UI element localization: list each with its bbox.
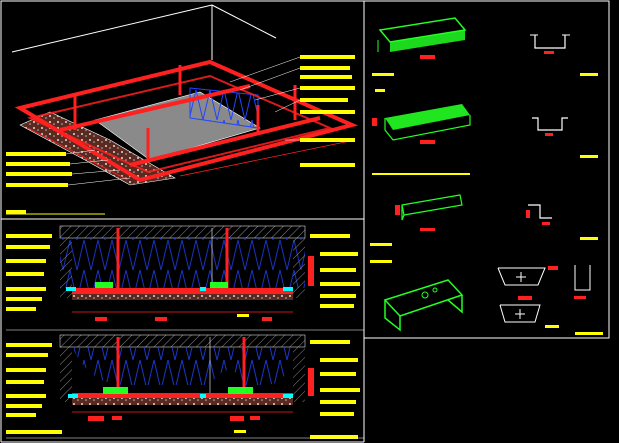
section-b-hangers (116, 337, 246, 393)
section-a-ceiling-line (72, 288, 293, 294)
section-b-slab (59, 334, 306, 348)
section-a (6, 225, 364, 331)
section-b-tags-right (310, 340, 360, 439)
section-b (6, 334, 364, 439)
main-channel-section (530, 34, 598, 76)
profile-details (370, 17, 603, 335)
callout-leaders-right (229, 56, 301, 141)
clip-plan-and-section (497, 265, 603, 335)
section-b-dimensions (88, 416, 260, 421)
section-a-markers (66, 287, 293, 291)
section-a-slab (59, 225, 306, 239)
section-a-tags-right (310, 234, 360, 308)
section-b-tags-left (6, 343, 62, 434)
suspension-clip (370, 260, 464, 332)
furring-channel-section (532, 117, 598, 158)
hanger-rods (73, 65, 297, 162)
section-a-tags-left (6, 234, 52, 311)
section-b-markers (68, 394, 293, 398)
callout-tags-left (6, 152, 72, 214)
section-b-ceiling-line (72, 393, 293, 398)
section-a-hangers (116, 228, 229, 290)
angle-profile (370, 194, 463, 246)
main-channel-2 (129, 116, 321, 167)
main-channel-1 (59, 84, 251, 132)
section-b-insulation (72, 347, 293, 385)
profiles-panel-border (363, 0, 610, 339)
angle-section (526, 204, 598, 240)
callout-tags-right (300, 55, 355, 167)
furring-channel-profile (372, 104, 471, 144)
section-b-clips (103, 387, 253, 394)
main-channel-profile (372, 17, 467, 92)
perimeter-frame (14, 59, 359, 183)
isometric-ceiling-view (6, 4, 359, 215)
section-a-dimensions (95, 317, 272, 321)
section-a-clips (95, 282, 228, 288)
section-a-insulation (60, 238, 305, 288)
